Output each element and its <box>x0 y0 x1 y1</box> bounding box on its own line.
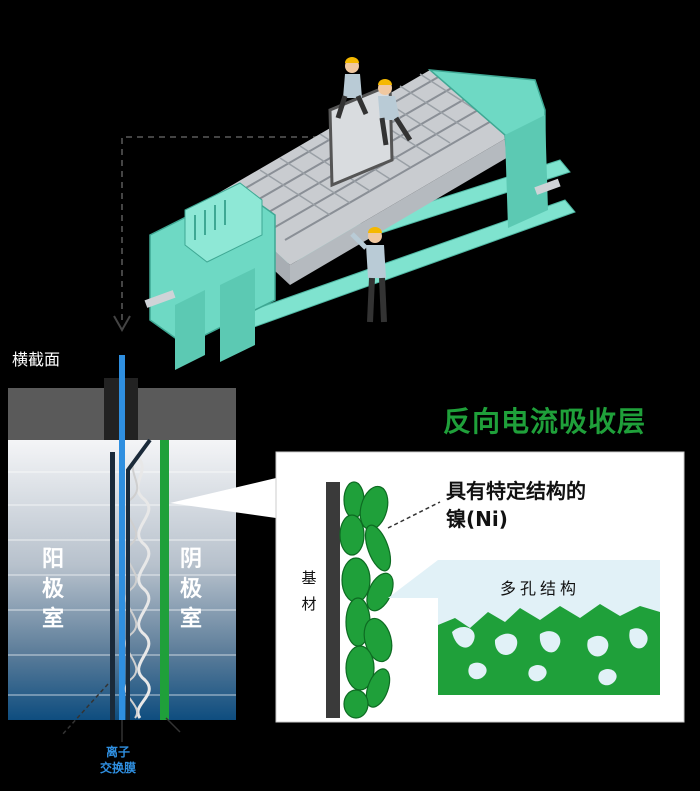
anode-chamber-label: 阳极室 <box>41 547 64 632</box>
dashed-arrow <box>113 136 330 333</box>
worker-figure <box>335 57 369 119</box>
worker-figure <box>350 227 387 323</box>
membrane-label-line2: 交换膜 <box>99 761 136 775</box>
membrane-label: 离子 交换膜 <box>88 744 148 776</box>
cathode-chamber-label: 阴极室 <box>179 547 202 632</box>
nickel-label-line1: 具有特定结构的 <box>446 479 586 503</box>
reverse-current-layer-title: 反向电流吸收层 <box>443 405 647 438</box>
nickel-label-line2: 镍(Ni) <box>446 507 508 531</box>
callout-pointer <box>170 478 276 518</box>
electrolysis-cell <box>8 355 236 742</box>
filter-press-machine <box>144 69 576 370</box>
porous-structure-label: 多孔结构 <box>500 579 581 598</box>
worker-figure <box>378 79 413 146</box>
nickel-label: 具有特定结构的 镍(Ni) <box>446 477 586 533</box>
substrate-label: 基材 <box>301 569 317 613</box>
membrane-label-line1: 离子 <box>105 745 130 759</box>
detail-callout-box <box>275 451 685 723</box>
cross-section-label: 横截面 <box>8 344 65 372</box>
